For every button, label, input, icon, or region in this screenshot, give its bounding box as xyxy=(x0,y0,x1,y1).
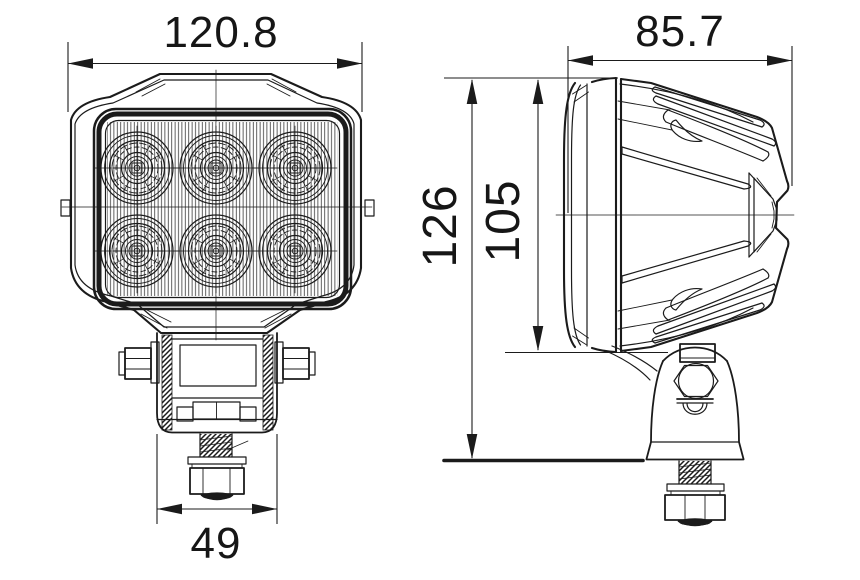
front-mounting-bracket xyxy=(118,332,316,434)
dimension-annotations xyxy=(67,42,793,524)
housing-bevel-notches xyxy=(135,78,297,329)
dim-label-front-width: 120.8 xyxy=(163,8,279,57)
bracket-knob-left xyxy=(118,341,160,384)
pivot-bolt-head xyxy=(677,362,715,400)
dim-front-width-lines xyxy=(67,42,363,112)
washer xyxy=(666,483,725,492)
washer xyxy=(187,456,247,465)
hex-nut xyxy=(664,494,726,521)
housing-side-tab-right xyxy=(364,199,375,217)
front-centerlines xyxy=(61,69,373,341)
side-mounting-bracket xyxy=(645,343,745,461)
side-fins-bottom xyxy=(617,233,777,347)
housing-side-tab-left xyxy=(60,199,71,217)
dim-label-bracket-width: 49 xyxy=(190,519,242,568)
front-view xyxy=(60,69,375,501)
side-mounting-bolt xyxy=(664,460,726,527)
dim-label-housing-height: 105 xyxy=(477,179,530,263)
bracket-knob-right xyxy=(274,341,316,384)
dim-label-side-depth: 85.7 xyxy=(635,7,725,56)
lens-flute-ribs xyxy=(107,122,338,296)
side-fins-top xyxy=(617,83,777,197)
dim-side-depth-lines xyxy=(567,46,793,213)
side-body xyxy=(555,76,795,381)
hex-nut xyxy=(189,467,245,495)
front-lens-bezel xyxy=(92,107,353,311)
side-view xyxy=(555,76,795,527)
dim-height-lines xyxy=(442,77,668,463)
front-mounting-bolt xyxy=(187,433,249,501)
dim-label-overall-height: 126 xyxy=(414,184,467,268)
dim-bracket-width-lines xyxy=(156,434,278,524)
front-housing xyxy=(60,72,375,335)
